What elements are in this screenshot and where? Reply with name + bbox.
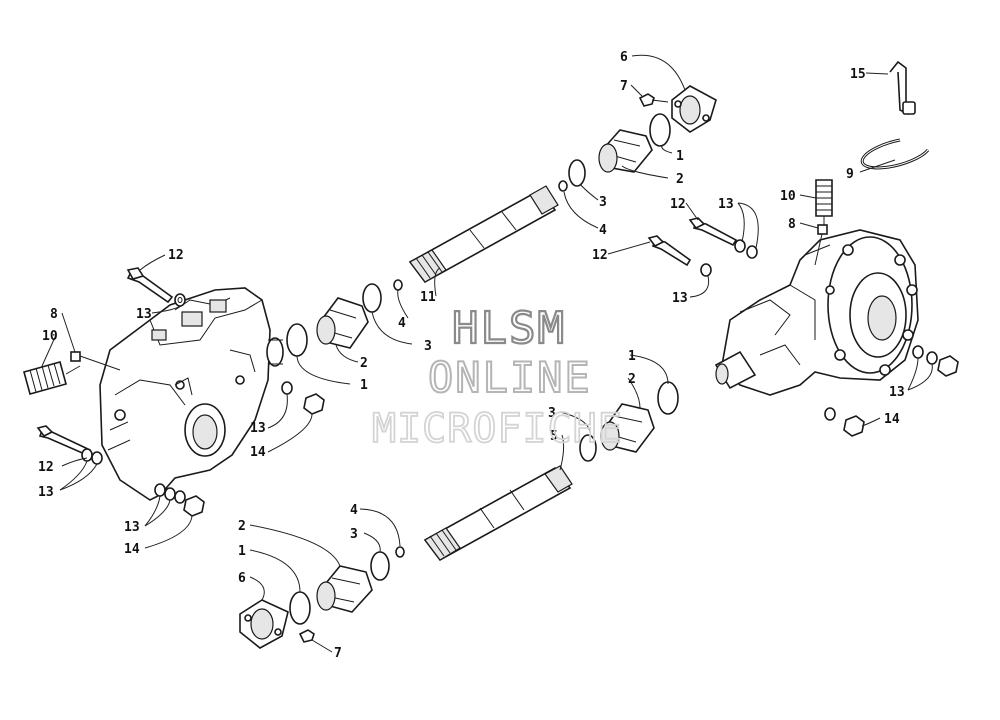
ring-4-left	[393, 279, 403, 291]
nut-14-left-mid	[303, 393, 325, 415]
washers-13-right-low	[912, 345, 938, 365]
rear-gearcase-housing	[714, 229, 919, 396]
washer-13-right-mid	[700, 263, 712, 277]
callout-6-top: 6	[620, 50, 628, 65]
nut-14-left-lower	[183, 495, 205, 517]
washer-13-left-mid	[281, 381, 293, 395]
callout-10-right: 10	[780, 189, 796, 204]
oring-3-lower	[370, 551, 390, 581]
oring-3-left	[362, 283, 382, 313]
callout-9: 9	[846, 167, 854, 182]
callout-12-right-mid: 12	[592, 248, 608, 263]
callout-1-lower: 1	[238, 544, 246, 559]
oring-1-left	[286, 323, 308, 357]
washers-13-left-bottom	[81, 448, 103, 465]
callout-2-left: 2	[360, 356, 368, 371]
callout-13-right-mid: 13	[672, 291, 688, 306]
washers-13-left-lower	[154, 483, 186, 504]
axle-shaft-11	[408, 185, 559, 284]
watermark-line-1: HLSM	[452, 303, 566, 354]
clip-15	[889, 60, 916, 116]
flange-6-top	[671, 85, 717, 133]
callout-3-top: 3	[599, 195, 607, 210]
callout-3-left: 3	[424, 339, 432, 354]
callout-1-right: 1	[628, 349, 636, 364]
callout-13-left-mid: 13	[250, 421, 266, 436]
callout-4-lower: 4	[350, 503, 358, 518]
callout-4-top: 4	[599, 223, 607, 238]
bolt-12-left-top	[126, 267, 174, 304]
callout-13-left-top: 13	[136, 307, 152, 322]
callout-15: 15	[850, 67, 866, 82]
breather-hose-10-left	[23, 361, 81, 395]
callout-13-left-bottom: 13	[38, 485, 54, 500]
callout-13-right-top: 13	[718, 197, 734, 212]
bolt-12-left-bottom	[36, 425, 92, 457]
callout-2-right: 2	[628, 372, 636, 387]
callout-4-left: 4	[398, 316, 406, 331]
nut-14-right-upper	[937, 355, 959, 377]
callout-10-left: 10	[42, 329, 58, 344]
callout-12-left-top: 12	[168, 248, 184, 263]
callout-2-lower: 2	[238, 519, 246, 534]
callout-1-top: 1	[676, 149, 684, 164]
callout-3-lower: 3	[350, 527, 358, 542]
oring-3-right	[579, 434, 597, 462]
axle-shaft-5	[423, 465, 573, 562]
callout-7-lower: 7	[334, 646, 342, 661]
washers-13-right-top	[734, 239, 758, 259]
callout-7-top: 7	[620, 79, 628, 94]
flange-6-lower	[239, 599, 289, 649]
fitting-8-right	[814, 224, 828, 266]
bolt-7-lower	[298, 629, 315, 643]
front-gearcase-housing	[99, 287, 284, 501]
boot-2-right	[600, 403, 655, 453]
bolt-12-right-mid	[647, 235, 692, 267]
callout-2-top: 2	[676, 172, 684, 187]
nut-14-right-bottom	[843, 415, 865, 437]
bolt-12-right-top	[688, 217, 738, 247]
callout-labels: 6 7 1 2 3 4 15 9 10 8 12 13 12 13 13 14 …	[38, 50, 905, 661]
boot-2-left	[316, 297, 369, 349]
callout-3-right: 3	[548, 406, 556, 421]
snap-ring-9	[860, 138, 930, 170]
callout-12-left-bottom: 12	[38, 460, 54, 475]
leader-lines	[41, 54, 933, 653]
breather-hose-10-right	[815, 179, 833, 225]
watermark: HLSM ONLINE MICROFICHE	[371, 302, 623, 453]
watermark-line-2: ONLINE	[428, 353, 592, 402]
fitting-8-left	[70, 351, 121, 371]
washer-13-right-bottom	[824, 407, 836, 421]
ring-4-top	[558, 180, 568, 192]
ring-4-lower	[395, 546, 405, 558]
callout-6-lower: 6	[238, 571, 246, 586]
oring-3-top	[568, 159, 586, 187]
callout-14-left-lower: 14	[124, 542, 140, 557]
callout-12-right-top: 12	[670, 197, 686, 212]
watermark-line-3: MICROFICHE	[372, 406, 623, 452]
boot-2-top	[598, 129, 653, 173]
boot-2-lower	[316, 565, 373, 613]
callout-8-right: 8	[788, 217, 796, 232]
callout-11: 11	[420, 290, 436, 305]
oring-1-top	[649, 113, 671, 147]
bolt-7-top	[638, 93, 669, 107]
callout-13-left-lower: 13	[124, 520, 140, 535]
washer-13-left-top	[174, 293, 186, 307]
oring-1-right	[657, 381, 679, 415]
callout-8-left: 8	[50, 307, 58, 322]
callout-1-left: 1	[360, 378, 368, 393]
callout-13-right-low: 13	[889, 385, 905, 400]
callout-5: 5	[550, 429, 558, 444]
oring-1-lower	[289, 591, 311, 625]
callout-14-right: 14	[884, 412, 900, 427]
callout-14-left-mid: 14	[250, 445, 266, 460]
